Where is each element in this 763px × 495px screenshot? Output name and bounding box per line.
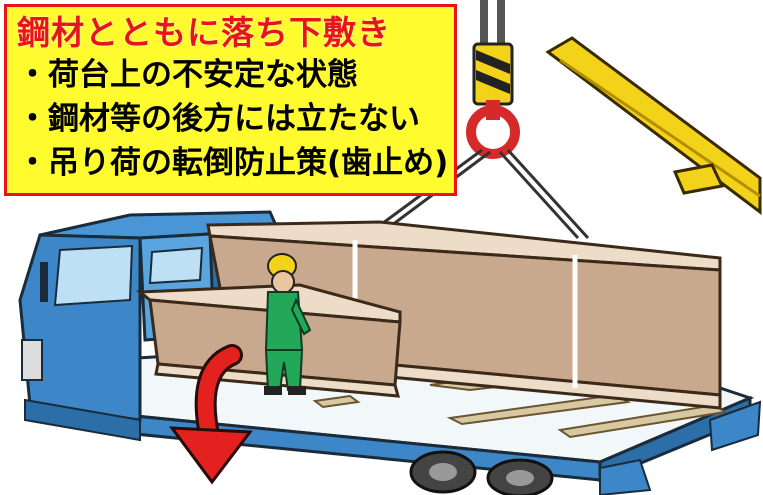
truck-wheels [409,450,554,495]
caption-point: ・鋼材等の後方には立たない [17,101,420,137]
warning-caption-box: 鋼材とともに落ち下敷き ・荷台上の不安定な状態 ・鋼材等の後方には立たない ・吊… [4,4,457,196]
caption-point: ・荷台上の不安定な状態 [17,57,358,93]
fall-arrow-icon [168,344,253,485]
crane-boom [545,36,762,216]
caption-title: 鋼材とともに落ち下敷き [17,13,391,52]
crane-hook [466,0,520,159]
worker-figure [264,253,312,395]
caption-point: ・吊り荷の転倒防止策(歯止め) [17,145,449,181]
truck-cab [18,210,282,442]
